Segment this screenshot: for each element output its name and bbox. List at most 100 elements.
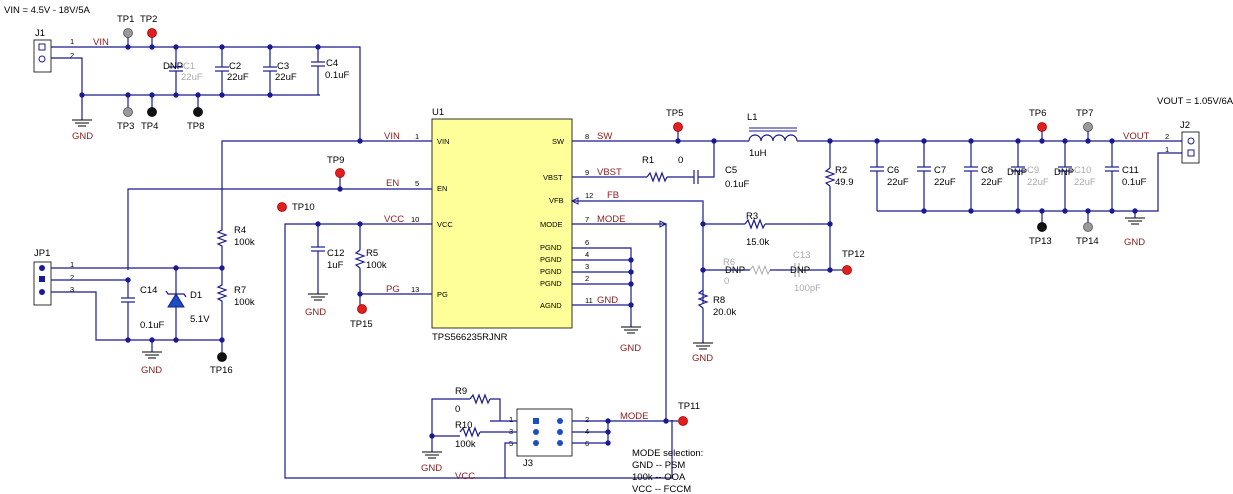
svg-text:1: 1 [509, 415, 513, 424]
connector-j1: J1 1 2 [33, 28, 74, 73]
svg-text:2: 2 [585, 274, 589, 283]
svg-text:GND: GND [1124, 237, 1145, 248]
svg-text:TP3: TP3 [117, 121, 134, 132]
svg-text:PGND: PGND [540, 267, 562, 276]
connector-j3[interactable]: J3 1 3 5 2 4 6 [509, 408, 589, 469]
vin-spec-label: VIN = 4.5V - 18V/5A [4, 5, 90, 16]
svg-text:C10: C10 [1074, 165, 1091, 176]
svg-text:13: 13 [411, 285, 419, 294]
svg-text:0: 0 [678, 155, 683, 166]
testpoint-tp3: TP3 [117, 95, 134, 132]
svg-text:22uF: 22uF [275, 72, 297, 83]
resistor-r9: R9 0 [455, 386, 491, 415]
svg-text:R1: R1 [642, 155, 654, 166]
svg-text:C9: C9 [1027, 165, 1039, 176]
capacitor-c12: C12 1uF GND [305, 224, 344, 318]
testpoint-tp15: TP15 [350, 294, 373, 330]
testpoint-tp8: TP8 [187, 95, 204, 132]
svg-text:VBST: VBST [543, 173, 563, 182]
net-vbst: VBST [597, 167, 622, 178]
j1-ref: J1 [35, 28, 45, 39]
svg-text:0: 0 [455, 404, 460, 415]
svg-text:TP7: TP7 [1076, 108, 1093, 119]
svg-text:DNP: DNP [1054, 167, 1074, 178]
svg-text:C4: C4 [326, 58, 338, 69]
svg-text:PGND: PGND [540, 255, 562, 264]
u1-part: TPS566235RJNR [432, 332, 508, 343]
svg-text:11: 11 [585, 296, 593, 305]
j1-pin2: 2 [70, 51, 74, 60]
net-pg: PG [386, 284, 400, 295]
svg-text:1uF: 1uF [327, 260, 344, 271]
svg-text:C2: C2 [229, 61, 241, 72]
svg-text:1: 1 [1165, 145, 1169, 154]
svg-text:3: 3 [70, 285, 74, 294]
vout-spec-label: VOUT = 1.05V/6A [1157, 96, 1233, 107]
svg-text:TP1: TP1 [117, 14, 134, 25]
svg-text:MODE selection:: MODE selection: [632, 448, 703, 459]
testpoint-tp14: TP14 [1076, 211, 1099, 247]
capacitor-c6: C6 22uF [870, 141, 909, 211]
svg-text:4: 4 [585, 250, 589, 259]
svg-text:15.0k: 15.0k [746, 237, 769, 248]
resistor-r7: R7 100k [216, 282, 255, 308]
svg-text:100k: 100k [234, 297, 255, 308]
svg-text:DNP: DNP [163, 61, 183, 72]
mode-selection-note: MODE selection: GND -- PSM 100k -- OOA V… [632, 448, 703, 494]
svg-text:0.1uF: 0.1uF [1122, 177, 1146, 188]
testpoint-tp4: TP4 [141, 95, 158, 132]
inductor-l1: L1 1uH [747, 112, 798, 159]
gnd-symbol-output: GND [1124, 211, 1145, 248]
net-vin-ic: VIN [384, 131, 400, 142]
net-mode: MODE [597, 214, 626, 225]
gnd-symbol-fb: GND [692, 342, 713, 364]
svg-text:DNP: DNP [725, 265, 745, 276]
svg-text:R9: R9 [455, 386, 467, 397]
capacitor-c11: C11 0.1uF [1105, 141, 1146, 211]
capacitor-c3: C3 22uF [263, 47, 297, 95]
svg-text:JP1: JP1 [34, 248, 50, 259]
testpoint-tp2: TP2 [140, 14, 157, 47]
svg-text:5.1V: 5.1V [190, 314, 210, 325]
svg-text:TP15: TP15 [350, 319, 373, 330]
resistor-r2: R2 49.9 [824, 141, 854, 270]
capacitor-c2: C2 22uF [215, 47, 249, 95]
svg-text:9: 9 [585, 168, 589, 177]
svg-text:0.1uF: 0.1uF [725, 179, 749, 190]
resistor-r6: R6 DNP 0 [703, 257, 795, 287]
svg-text:GND: GND [692, 353, 713, 364]
net-vin-top: VIN [93, 37, 109, 48]
capacitor-c8: C8 22uF [964, 141, 1003, 211]
svg-text:VCC -- FCCM: VCC -- FCCM [632, 484, 691, 494]
svg-text:R8: R8 [713, 295, 725, 306]
svg-text:DNP: DNP [790, 265, 810, 276]
svg-text:3: 3 [585, 262, 589, 271]
svg-text:GND: GND [620, 343, 641, 354]
resistor-r1: R1 0 [642, 155, 683, 183]
net-en: EN [386, 178, 399, 189]
svg-text:J3: J3 [523, 458, 533, 469]
net-sw: SW [597, 131, 612, 142]
resistor-r8: R8 20.0k [697, 289, 736, 318]
net-gnd-ic: GND [597, 295, 618, 306]
gnd-symbol-mode: GND [421, 451, 442, 474]
svg-text:22uF: 22uF [227, 72, 249, 83]
svg-text:5: 5 [415, 179, 419, 188]
svg-text:C8: C8 [981, 165, 993, 176]
svg-text:7: 7 [585, 215, 589, 224]
svg-text:R7: R7 [234, 285, 246, 296]
capacitor-c10: DNP C10 22uF [1054, 141, 1096, 211]
svg-text:C5: C5 [725, 165, 737, 176]
svg-text:TP8: TP8 [187, 121, 204, 132]
zener-d1: D1 5.1V [165, 268, 210, 340]
svg-text:2: 2 [1165, 132, 1169, 141]
svg-text:22uF: 22uF [1074, 177, 1096, 188]
svg-text:VCC: VCC [437, 220, 453, 229]
ic-u1: U1 TPS566235RJNR VIN EN VCC PG SW VBST V… [411, 107, 593, 343]
svg-text:VFB: VFB [549, 196, 564, 205]
svg-text:100k: 100k [234, 237, 255, 248]
svg-text:AGND: AGND [540, 301, 562, 310]
svg-text:PGND: PGND [540, 243, 562, 252]
capacitor-c7: C7 22uF [917, 141, 956, 211]
